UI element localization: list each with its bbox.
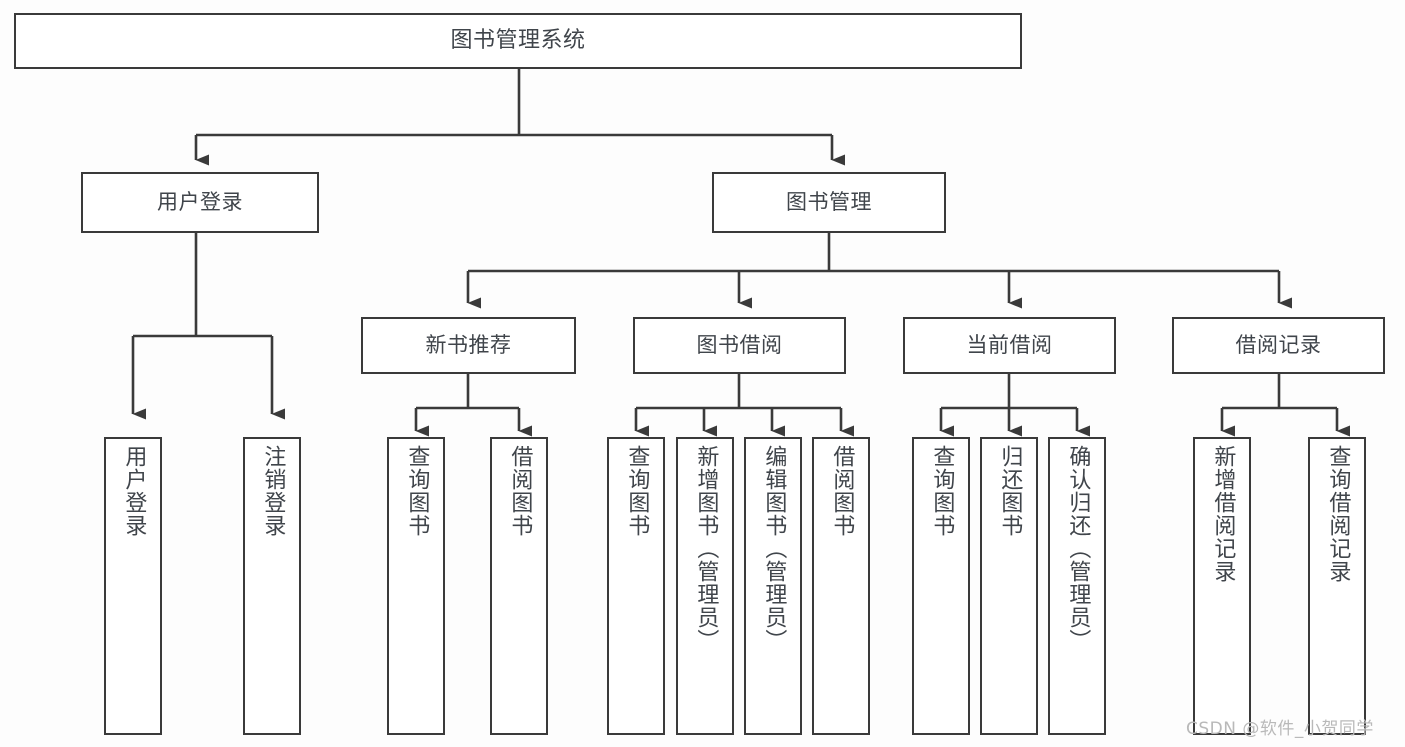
csdn-watermark: CSDN @软件_小贺同学 (1186, 719, 1374, 739)
node-user-login[interactable]: 用户登录 (81, 172, 319, 233)
node-label: 借阅记录 (1235, 333, 1322, 358)
node-label: 用户登录 (121, 445, 147, 537)
leaf-query-book-current[interactable]: 查询图书 (912, 437, 970, 735)
leaf-add-book-admin[interactable]: 新增图书（管理员） (676, 437, 734, 735)
node-label: 借阅图书 (507, 445, 533, 537)
node-label: 图书管理系统 (450, 28, 586, 54)
leaf-add-borrow-record[interactable]: 新增借阅记录 (1193, 437, 1251, 735)
node-label: 当前借阅 (966, 333, 1053, 358)
leaf-borrow-book-recommend[interactable]: 借阅图书 (490, 437, 548, 735)
node-current-borrow[interactable]: 当前借阅 (903, 317, 1116, 374)
node-label: 新增图书（管理员） (693, 445, 719, 652)
node-book-manage[interactable]: 图书管理 (712, 172, 946, 233)
node-label: 编辑图书（管理员） (761, 445, 787, 652)
node-label: 新书推荐 (425, 333, 512, 358)
leaf-query-borrow-record[interactable]: 查询借阅记录 (1308, 437, 1366, 735)
node-label: 查询图书 (404, 445, 430, 537)
node-label: 确认归还（管理员） (1065, 445, 1091, 652)
node-root-system[interactable]: 图书管理系统 (14, 13, 1022, 69)
node-label: 用户登录 (157, 190, 243, 215)
leaf-user-login[interactable]: 用户登录 (104, 437, 162, 735)
node-label: 查询借阅记录 (1325, 445, 1351, 583)
node-label: 注销登录 (260, 445, 286, 537)
node-label: 借阅图书 (829, 445, 855, 537)
node-label: 新增借阅记录 (1210, 445, 1236, 583)
leaf-query-book-recommend[interactable]: 查询图书 (387, 437, 445, 735)
node-borrow-record[interactable]: 借阅记录 (1172, 317, 1385, 374)
node-label: 查询图书 (624, 445, 650, 537)
leaf-query-book-borrow[interactable]: 查询图书 (607, 437, 665, 735)
leaf-borrow-book[interactable]: 借阅图书 (812, 437, 870, 735)
node-label: 归还图书 (997, 445, 1023, 537)
leaf-user-logout[interactable]: 注销登录 (243, 437, 301, 735)
node-book-borrow[interactable]: 图书借阅 (633, 317, 846, 374)
node-label: 图书管理 (786, 190, 872, 215)
leaf-return-book[interactable]: 归还图书 (980, 437, 1038, 735)
leaf-edit-book-admin[interactable]: 编辑图书（管理员） (744, 437, 802, 735)
node-label: 图书借阅 (696, 333, 783, 358)
leaf-confirm-return-admin[interactable]: 确认归还（管理员） (1048, 437, 1106, 735)
node-new-book-rec[interactable]: 新书推荐 (361, 317, 576, 374)
node-label: 查询图书 (929, 445, 955, 537)
